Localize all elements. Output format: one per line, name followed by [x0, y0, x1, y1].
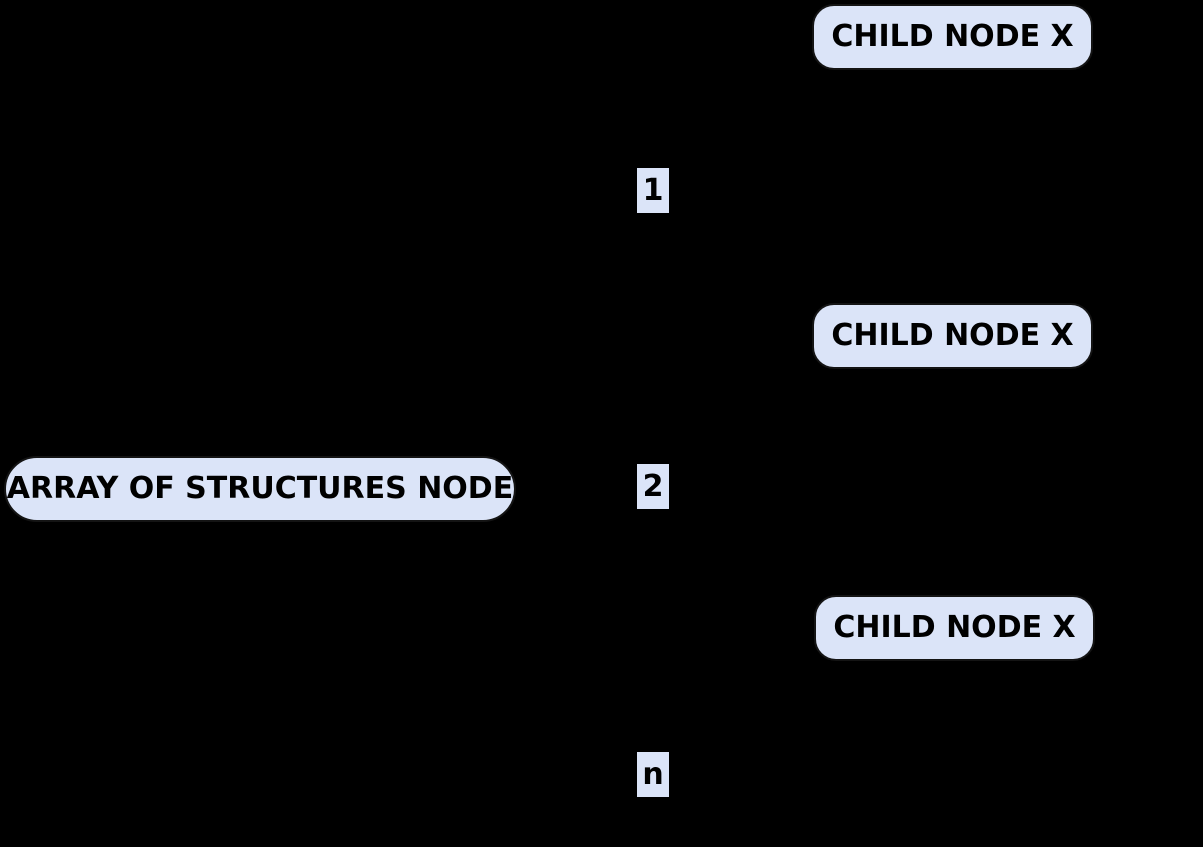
edge-label-1: 1 — [637, 168, 669, 213]
array-of-structures-node-label: ARRAY OF STRUCTURES NODE — [6, 471, 514, 506]
child-node-1-label: CHILD NODE X — [831, 19, 1074, 54]
child-node-3: CHILD NODE X — [814, 595, 1095, 661]
child-node-2-label: CHILD NODE X — [831, 318, 1074, 353]
child-node-3-label: CHILD NODE X — [833, 610, 1076, 645]
edge-label-2: 2 — [637, 464, 669, 509]
edge-label-n: n — [637, 752, 669, 797]
array-of-structures-node: ARRAY OF STRUCTURES NODE — [4, 456, 516, 522]
child-node-2: CHILD NODE X — [812, 303, 1093, 369]
child-node-1: CHILD NODE X — [812, 4, 1093, 70]
